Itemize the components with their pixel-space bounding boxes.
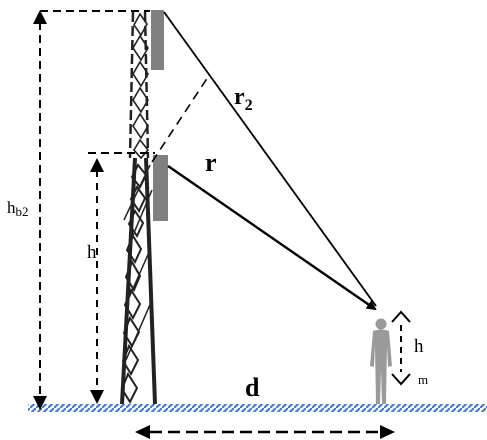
hb2-sub: b2	[16, 204, 29, 219]
hb2-main: h	[7, 198, 16, 217]
upper-panel-antenna	[151, 10, 164, 70]
hb2-dimension-arrow	[33, 10, 150, 410]
tower-lattice	[120, 157, 157, 405]
hm-main-label: h	[414, 336, 424, 357]
d-label: d	[245, 373, 260, 402]
r-label: r	[205, 148, 217, 177]
person-silhouette-icon	[370, 318, 392, 404]
r2-perpendicular-dashed	[151, 76, 209, 163]
r-ray	[167, 165, 377, 311]
r2-sub: 2	[245, 97, 253, 114]
hb2-label: hb2	[7, 198, 29, 219]
hm-dimension-arrow	[391, 310, 411, 386]
d-dimension-arrow	[135, 425, 395, 439]
h-dimension-arrow	[88, 152, 155, 404]
tower-upper-section	[128, 11, 150, 160]
lower-panel-antenna	[153, 155, 168, 221]
hm-sub-label: m	[418, 372, 428, 387]
r2-ray	[163, 11, 377, 307]
r2-label: r2	[234, 84, 253, 114]
r2-main: r	[234, 84, 245, 110]
h-label: h	[87, 242, 97, 263]
ground-strip	[28, 404, 487, 412]
